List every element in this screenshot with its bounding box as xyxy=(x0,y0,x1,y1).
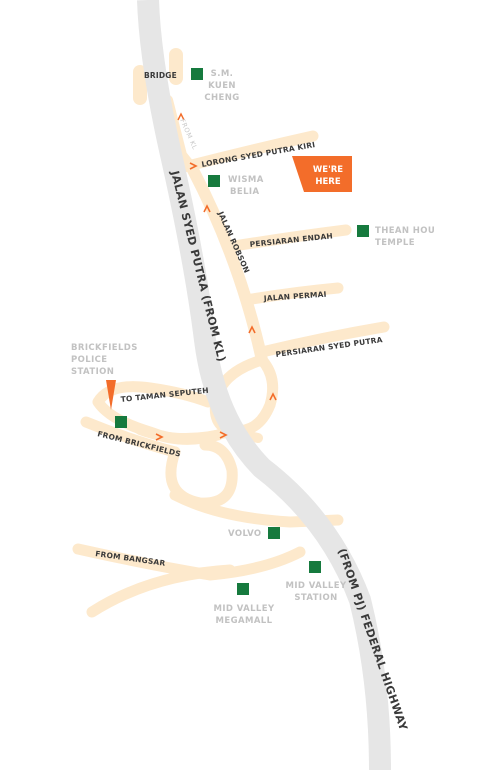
landmark-marker xyxy=(115,416,127,428)
landmark-mid-valley-station: MID VALLEY STATION xyxy=(285,561,347,603)
brickfields-police-pointer-icon xyxy=(106,380,116,410)
landmark-label-line: THEAN HOU xyxy=(375,226,435,236)
lower-diagonal-road xyxy=(86,564,236,618)
interchange-loop-lower xyxy=(165,439,238,509)
highways xyxy=(137,0,391,770)
landmark-marker xyxy=(237,583,249,595)
arrow-from-kl xyxy=(177,112,185,121)
landmark-label-line: S.M. xyxy=(211,69,234,79)
landmark-marker xyxy=(268,527,280,539)
arrow-brickfields-loop xyxy=(155,433,164,441)
local-roads xyxy=(72,48,390,618)
you-are-here-line: HERE xyxy=(315,177,340,187)
landmark-label-line: STATION xyxy=(71,367,114,377)
arrow-robson-2 xyxy=(248,325,256,334)
landmark-label-line: MID VALLEY xyxy=(285,581,346,591)
landmark-volvo: VOLVO xyxy=(228,527,280,539)
jalan-permai-road xyxy=(240,282,344,306)
bridge-label: BRIDGE xyxy=(144,71,177,80)
landmark-label-line: TEMPLE xyxy=(375,238,415,248)
you-are-here-marker: WE'RE HERE xyxy=(292,156,352,192)
landmark-label-line: CHENG xyxy=(204,93,239,103)
persiaran-syed-putra-road xyxy=(256,321,390,358)
landmark-label-line: MEGAMALL xyxy=(216,616,273,626)
arrow-ramp xyxy=(219,431,228,439)
from-brickfields-road xyxy=(80,416,181,458)
landmark-label-line: STATION xyxy=(294,593,337,603)
jalan-permai-label: JALAN PERMAI xyxy=(263,290,327,303)
direction-arrows xyxy=(155,112,277,441)
you-are-here-line: WE'RE xyxy=(313,165,343,175)
arrow-loop-east xyxy=(269,392,277,401)
landmark-marker xyxy=(357,225,369,237)
landmark-label-line: MID VALLEY xyxy=(213,604,274,614)
volvo-road xyxy=(169,489,344,528)
landmark-label-line: VOLVO xyxy=(228,529,262,539)
you-are-here-flag-icon xyxy=(292,156,352,192)
landmark-label-line: BELIA xyxy=(230,187,259,197)
landmark-label-line: KUEN xyxy=(208,81,236,91)
arrow-robson-1 xyxy=(203,204,211,213)
landmark-marker xyxy=(208,175,220,187)
arrow-lorong-kiri xyxy=(189,162,198,170)
landmark-marker xyxy=(191,68,203,80)
landmark-label-line: WISMA xyxy=(228,175,264,185)
landmark-thean-hou-temple: THEAN HOU TEMPLE xyxy=(357,225,435,248)
landmark-marker xyxy=(309,561,321,573)
landmark-sm-kuen-cheng: S.M. KUEN CHENG xyxy=(191,68,239,103)
landmark-wisma-belia: WISMA BELIA xyxy=(208,175,264,197)
landmark-brickfields-police: BRICKFIELDS POLICE STATION xyxy=(71,343,138,428)
lorong-syed-putra-kiri-road xyxy=(178,130,319,173)
jalan-syed-putra-highway xyxy=(137,0,391,770)
jalan-robson-road xyxy=(186,162,268,366)
landmark-mid-valley-megamall: MID VALLEY MEGAMALL xyxy=(213,583,275,626)
persiaran-endah-road xyxy=(222,224,352,253)
landmark-label-line: POLICE xyxy=(71,355,107,365)
landmark-label-line: BRICKFIELDS xyxy=(71,343,138,353)
